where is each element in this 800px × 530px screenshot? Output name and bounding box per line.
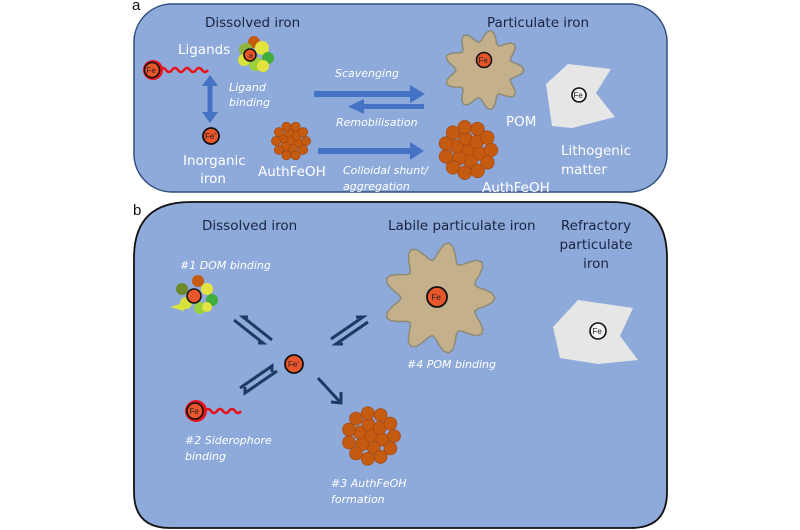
scavenging-label: Scavenging: [335, 67, 400, 80]
authfeoh-particle: [383, 441, 398, 456]
authfeoh-particle: [373, 450, 388, 464]
labile-particulate-iron-heading: Labile particulate iron: [388, 218, 536, 234]
authfeoh-aggregate-icon: [438, 120, 499, 180]
dom-cluster-icon: a: [238, 36, 274, 72]
panel-a-letter: a: [132, 0, 141, 14]
panel-b-letter: b: [133, 202, 142, 219]
authfeoh-particle: [480, 130, 495, 145]
inorganic-fe-icon: Fe': [202, 127, 220, 145]
svg-text:Fe: Fe: [479, 56, 489, 65]
ligand-exchange-arrow: [202, 75, 218, 123]
authfeoh-particle: [360, 451, 375, 466]
inorganic-fe-b-icon: Fe': [284, 354, 304, 374]
authfeoh-particle: [349, 446, 363, 461]
pom-particle-icon: Fe: [445, 29, 525, 111]
pom-label: POM: [506, 114, 537, 130]
authfeoh-particle: [457, 165, 472, 180]
authfeoh-particle: [483, 142, 499, 158]
pom-particle-b-icon: Fe: [385, 242, 496, 354]
authfeoh-left-label: AuthFeOH: [258, 164, 326, 180]
authfeoh-particle: [349, 411, 363, 426]
authfeoh-particle: [281, 150, 292, 161]
svg-text:Fe': Fe': [205, 132, 216, 141]
authfeoh-particle: [438, 149, 454, 164]
svg-text:Fe': Fe': [288, 360, 299, 369]
authfeoh-particle: [290, 150, 301, 161]
colloidal-shunt-label: Colloidal shunt/aggregation: [343, 164, 429, 193]
svg-text:Fe: Fe: [147, 66, 157, 75]
dom-equilibrium-arrow: [233, 315, 273, 345]
scavenging-arrow: [314, 85, 425, 103]
authfeoh-particle: [457, 120, 472, 135]
authfeoh-particle: [360, 406, 375, 421]
authfeoh-particle: [273, 127, 284, 138]
authfeoh-particle: [271, 136, 281, 146]
authfeoh-particle: [273, 144, 284, 155]
authfeoh-particle: [298, 127, 309, 138]
lithogenic-particle-icon: Fe: [546, 64, 615, 128]
svg-text:Fe: Fe: [432, 293, 442, 302]
dom-cluster-b-icon: [170, 275, 218, 314]
particulate-iron-heading: Particulate iron: [487, 15, 590, 31]
pom-binding-label: #4 POM binding: [407, 358, 496, 371]
authfeoh-cluster-icon: [271, 121, 311, 161]
siderophore-fe-icon: Fe: [143, 60, 209, 80]
authfeoh-particle: [373, 408, 388, 422]
siderophore-equilibrium-arrow: [239, 363, 278, 396]
refractory-particle-icon: Fe: [553, 300, 638, 364]
authfeoh-particle: [281, 121, 292, 132]
dissolved-iron-heading-b: Dissolved iron: [202, 218, 298, 234]
authfeoh-particle: [438, 136, 454, 151]
authfeoh-formation-arrow: [316, 376, 343, 405]
pom-equilibrium-arrow: [330, 315, 369, 346]
dom-binding-label: #1 DOM binding: [180, 259, 271, 272]
remobilisation-arrow: [348, 99, 424, 114]
authfeoh-cluster-b-icon: [342, 406, 401, 466]
svg-text:Fe: Fe: [593, 327, 603, 336]
authfeoh-particle: [290, 121, 301, 132]
dissolved-iron-heading-a: Dissolved iron: [205, 15, 301, 31]
colloidal-shunt-arrow: [318, 142, 424, 160]
authfeoh-right-label: AuthFeOH: [482, 180, 550, 196]
authfeoh-particle: [301, 136, 311, 146]
authfeoh-particle: [470, 163, 485, 179]
authfeoh-particle: [342, 422, 356, 437]
authfeoh-particle: [298, 144, 309, 155]
remobilisation-label: Remobilisation: [336, 116, 418, 129]
authfeoh-particle: [480, 155, 495, 170]
svg-text:Fe: Fe: [190, 407, 200, 416]
authfeoh-particle: [445, 125, 461, 140]
siderophore-fe-b-icon: Fe: [185, 400, 242, 422]
panel-b-box: [133, 201, 668, 529]
svg-text:Fe: Fe: [574, 91, 584, 100]
authfeoh-particle: [445, 160, 461, 175]
ligands-label: Ligands: [178, 42, 231, 58]
svg-text:a: a: [249, 53, 253, 60]
authfeoh-particle: [383, 416, 398, 431]
authfeoh-particle: [387, 429, 401, 443]
authfeoh-particle: [342, 435, 356, 450]
authfeoh-particle: [470, 121, 485, 137]
